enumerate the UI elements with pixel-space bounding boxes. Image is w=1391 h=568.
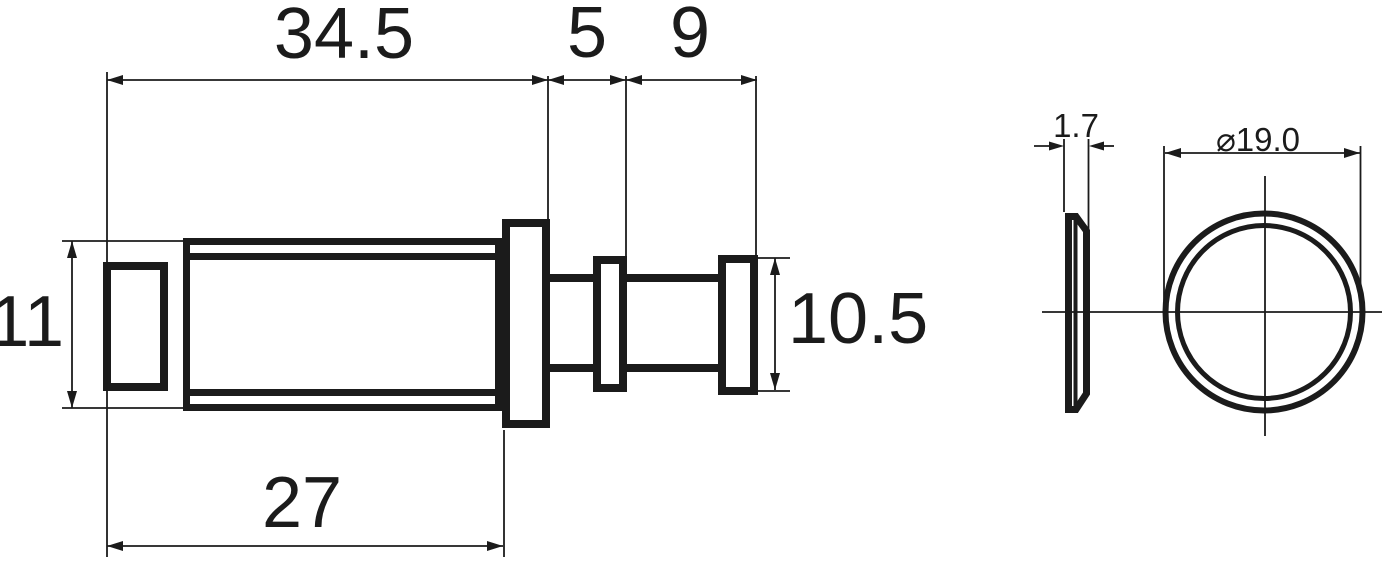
dimension-tip-height: 10.5 [758, 257, 928, 392]
side-view-disc: 1.7 [1034, 107, 1114, 413]
arrowhead-left [1089, 141, 1104, 151]
arrowhead-left [548, 75, 564, 85]
dimension-disc-diameter: ⌀19.0 [1163, 121, 1362, 304]
front-view [103, 219, 758, 428]
face-view-disc: ⌀19.0 [1042, 121, 1382, 436]
arrowhead-right [1344, 148, 1360, 158]
body-outline [183, 238, 502, 411]
arrowhead-right [532, 75, 548, 85]
arrowhead-down [67, 391, 77, 408]
dimension-total-length: 34.5 [106, 0, 757, 557]
dimension-body-length: 27 [107, 430, 505, 557]
dim-button-height-label: 11 [0, 282, 64, 362]
arrowhead-left [107, 541, 123, 551]
dim-body-length-label: 27 [262, 463, 342, 543]
dimension-neck-length: 5 [548, 0, 627, 257]
dimension-button-height: 11 [0, 240, 184, 409]
arrowhead-left [1165, 148, 1181, 158]
arrowhead-right [487, 541, 503, 551]
arrowhead-left [107, 75, 123, 85]
arrowhead-right [610, 75, 626, 85]
arrowhead-right [1049, 141, 1064, 151]
dim-disc-thickness-label: 1.7 [1053, 107, 1099, 144]
dim-neck-length-label: 5 [567, 0, 607, 73]
dim-tip-height-label: 10.5 [788, 279, 928, 359]
flange-outline [502, 219, 550, 428]
ring-outline [593, 256, 627, 392]
arrowhead-up [770, 258, 780, 275]
dimension-tip-length: 9 [626, 0, 757, 256]
dim-disc-diameter-label: ⌀19.0 [1216, 121, 1300, 158]
end-cap-outline [718, 255, 758, 395]
dim-tip-length-label: 9 [670, 0, 710, 73]
arrowhead-right [741, 75, 757, 85]
button-outline [103, 262, 168, 391]
dim-total-length-label: 34.5 [274, 0, 414, 74]
arrowhead-left [626, 75, 642, 85]
arrowhead-down [770, 373, 780, 390]
dimension-disc-thickness: 1.7 [1034, 107, 1114, 229]
arrowhead-up [67, 241, 77, 258]
